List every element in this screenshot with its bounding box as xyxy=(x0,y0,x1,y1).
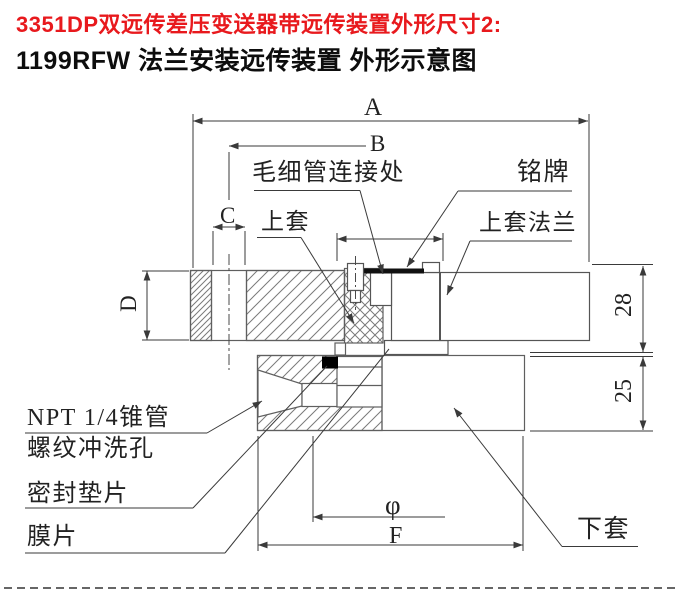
label-leaders xyxy=(25,190,638,554)
dim-label-c: C xyxy=(220,203,236,228)
label-lower-sleeve: 下套 xyxy=(577,516,631,543)
dim-label-d: D xyxy=(115,295,141,312)
label-capillary-joint: 毛细管连接处 xyxy=(252,160,405,186)
label-upper-sleeve: 上套 xyxy=(261,209,310,234)
dimension-lines xyxy=(142,114,653,551)
dim-label-28: 28 xyxy=(611,293,637,317)
dim-label-a: A xyxy=(364,94,383,121)
dim-label-phi: φ xyxy=(385,490,401,520)
upper-sleeve-flange-body xyxy=(369,261,591,356)
label-seal-gasket: 密封垫片 xyxy=(27,481,129,507)
seal-gasket-section xyxy=(322,356,338,369)
page-subtitle: 1199RFW 法兰安装远传装置 外形示意图 xyxy=(16,47,478,75)
page-title: 3351DP双远传差压变送器带远传装置外形尺寸2: xyxy=(16,12,502,37)
label-npt-flush-hole-line1: NPT 1/4锥管 xyxy=(27,405,171,431)
label-diaphragm: 膜片 xyxy=(27,524,78,550)
label-nameplate: 铭牌 xyxy=(517,159,571,186)
label-npt-flush-hole-line2: 螺纹冲洗孔 xyxy=(27,436,155,462)
dim-label-25: 25 xyxy=(611,379,637,403)
dim-label-f: F xyxy=(389,523,403,549)
label-upper-sleeve-flange: 上套法兰 xyxy=(479,210,577,235)
lower-sleeve-body xyxy=(256,354,526,432)
nameplate-plate xyxy=(363,268,424,274)
dim-label-b: B xyxy=(370,131,386,156)
upper-sleeve-left-arm xyxy=(189,269,346,342)
